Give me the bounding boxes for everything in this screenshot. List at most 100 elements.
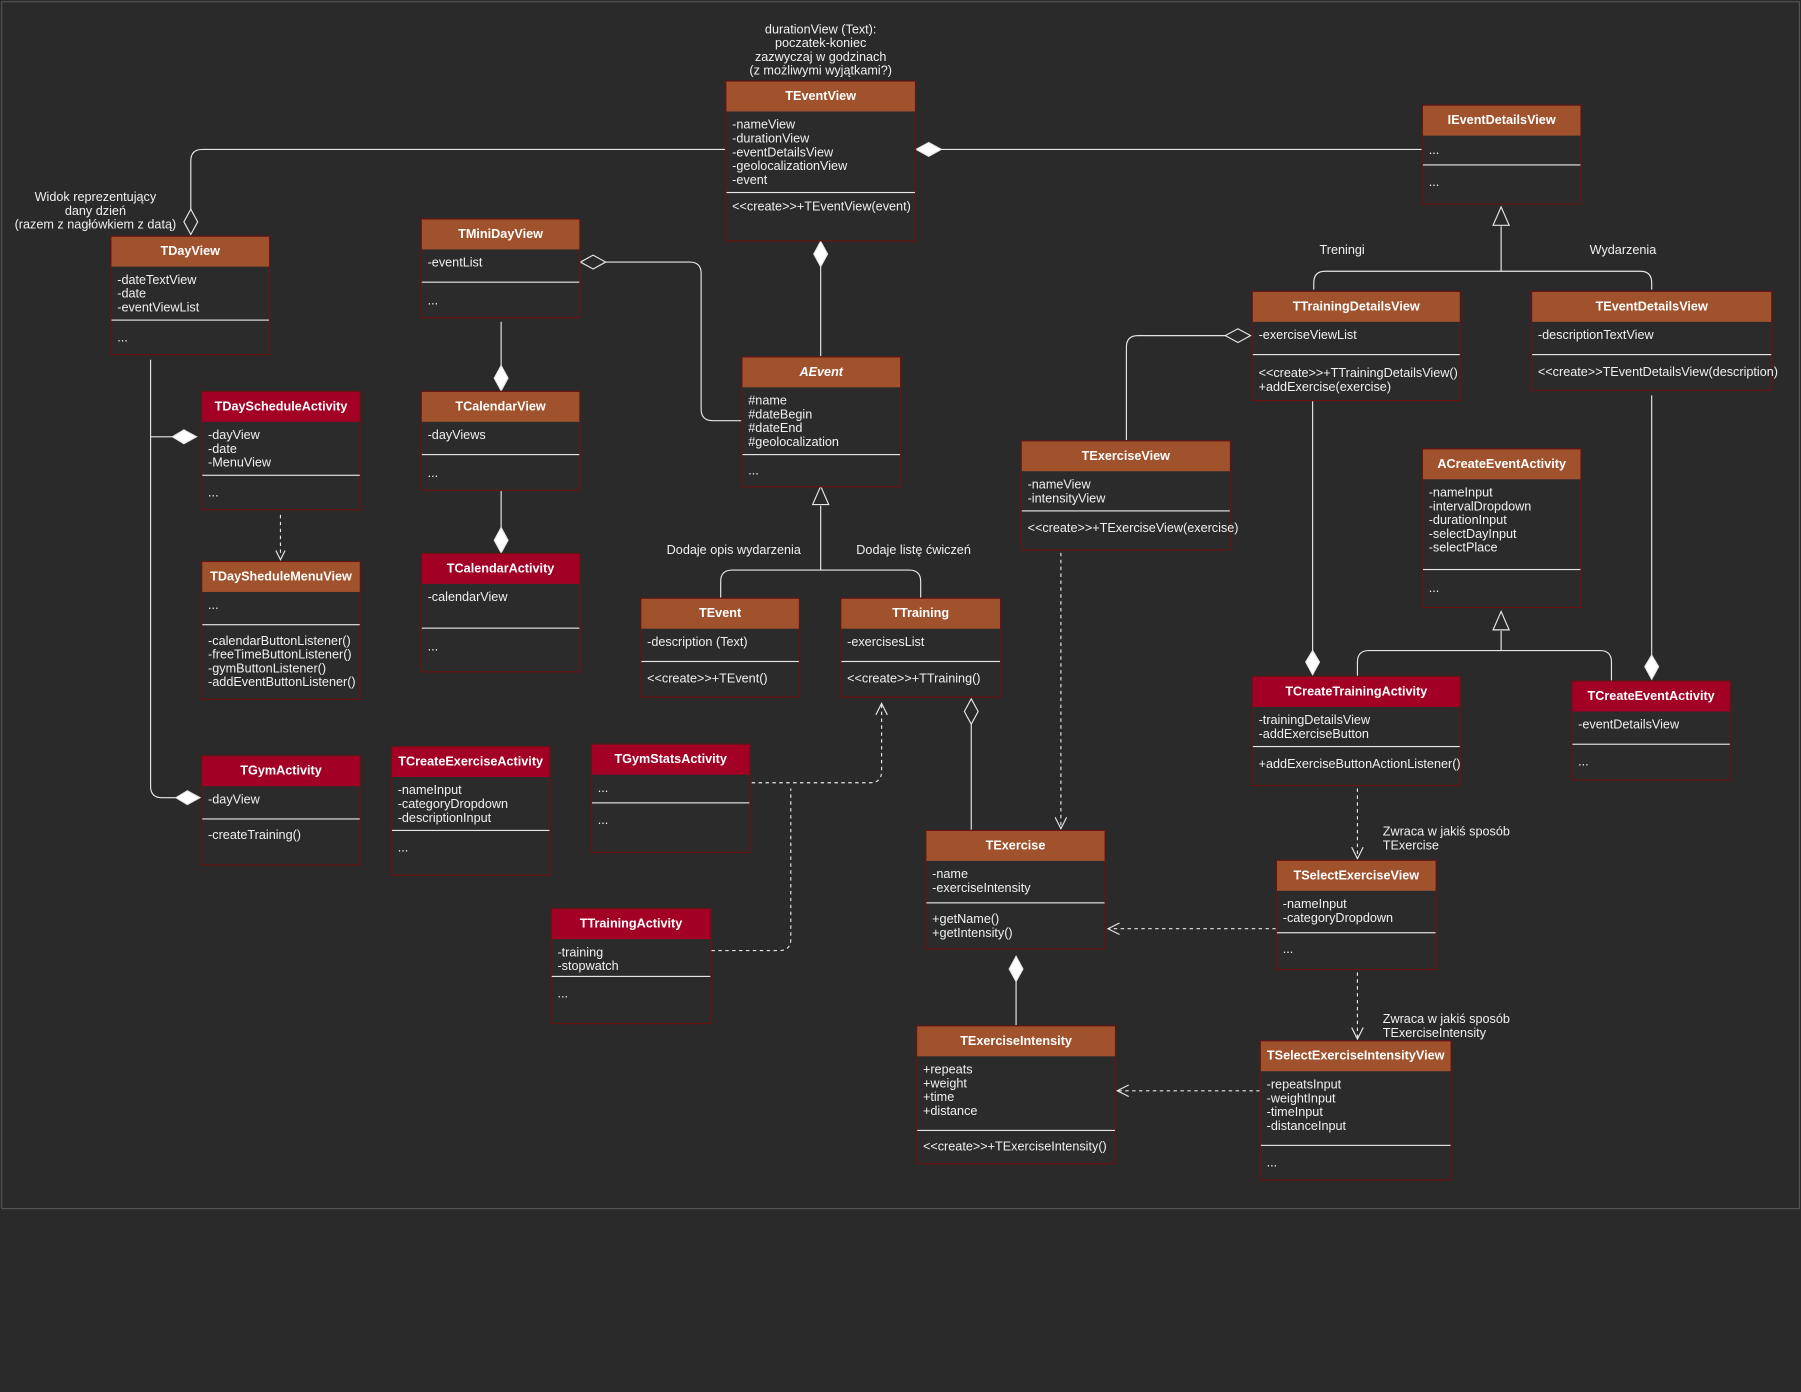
class-methods: ... (1578, 755, 1589, 769)
class-methods: ... (1428, 581, 1440, 596)
class-texercise[interactable]: TExercise -name -exerciseIntensity +getN… (925, 829, 1106, 950)
arrow-head (875, 702, 888, 716)
class-separator (841, 660, 1000, 663)
class-separator (1021, 510, 1230, 512)
arrow-head (1351, 1027, 1364, 1041)
class-tcreatetrainingactivity[interactable]: TCreateTrainingActivity -trainingDetails… (1251, 675, 1461, 787)
class-tgymstatsactivity[interactable]: TGymStatsActivity ... ... (590, 743, 751, 853)
class-teventdetailsview[interactable]: TEventDetailsView -descriptionTextView <… (1531, 290, 1779, 391)
class-attributes: -dayViews (427, 428, 486, 443)
class-attributes: -dateTextView -date -eventViewList (117, 273, 200, 315)
class-separator (1572, 743, 1730, 745)
note-events: Wydarzenia (1589, 243, 1657, 258)
class-name: TTrainingDetailsView (1252, 291, 1460, 322)
class-attributes: ... (1428, 143, 1440, 158)
class-tdayscheduleactivity[interactable]: TDayScheduleActivity -dayView -date -Men… (201, 390, 361, 511)
class-attributes: -nameInput -categoryDropdown (1282, 897, 1394, 926)
composition-diamond (174, 790, 202, 806)
class-attributes: -nameInput -categoryDropdown -descriptio… (397, 783, 509, 826)
class-methods: -createTraining() (208, 828, 302, 843)
class-name: TSelectExerciseIntensityView (1260, 1041, 1451, 1072)
class-name: TSelectExerciseView (1276, 860, 1436, 891)
class-attributes: +repeats +weight +time +distance (922, 1063, 978, 1119)
class-methods: <<create>>+TExerciseIntensity() (922, 1140, 1107, 1154)
class-tcalendarview[interactable]: TCalendarView -dayViews ... (420, 390, 581, 491)
note-adds-exercises: Dodaje listę ćwiczeń (856, 543, 971, 558)
class-tcreateexerciseactivity[interactable]: TCreateExerciseActivity -nameInput -cate… (390, 745, 551, 876)
class-attributes: -name -exerciseIntensity (932, 867, 1031, 896)
class-name: TDaySheduleMenuView (202, 562, 360, 592)
class-ieventdetailsview[interactable]: IEventDetailsView ... ... (1421, 104, 1582, 205)
class-methods: <<create>>+TTraining() (847, 672, 981, 687)
class-tdayshedulemenuview[interactable]: TDaySheduleMenuView ... -calendarButtonL… (201, 560, 361, 700)
class-attributes: -exerciseViewList (1258, 328, 1357, 343)
edge-minidayview-aevent (605, 261, 742, 422)
class-separator (421, 627, 580, 629)
class-methods: <<create>>TEventDetailsView(description) (1537, 365, 1779, 380)
class-separator (1422, 164, 1581, 166)
class-methods: ... (427, 640, 439, 655)
class-teventview[interactable]: TEventView -nameView -durationView -even… (725, 80, 917, 242)
class-methods: -calendarButtonListener() -freeTimeButto… (208, 634, 356, 690)
note-day-view: Widok reprezentujący dany dzień (razem z… (14, 190, 177, 233)
class-name: TGymStatsActivity (591, 744, 750, 775)
arrow-head (275, 550, 286, 562)
class-tminidayview[interactable]: TMiniDayView -eventList ... (420, 218, 581, 319)
generalization-triangle (1492, 205, 1511, 226)
class-name: TEventDetailsView (1532, 291, 1772, 322)
class-name: TExercise (926, 831, 1105, 861)
class-name: TCalendarView (421, 391, 580, 422)
edge-createevent-generalization (1356, 631, 1613, 681)
class-aevent[interactable]: AEvent #name #dateBegin #dateEnd #geoloc… (741, 356, 902, 488)
class-texerciseview[interactable]: TExerciseView -nameView -intensityView <… (1020, 440, 1239, 551)
class-methods: <<create>>+TExerciseView(exercise) (1027, 521, 1239, 536)
class-name: TTrainingActivity (551, 909, 711, 940)
diagram-frame (1, 1, 1800, 1210)
class-methods: ... (748, 464, 759, 479)
class-texerciseintensity[interactable]: TExerciseIntensity +repeats +weight +tim… (916, 1025, 1117, 1165)
class-attributes: -nameInput -intervalDropdown -durationIn… (1428, 486, 1532, 556)
class-tdayview[interactable]: TDayView -dateTextView -date -eventViewL… (110, 235, 271, 356)
class-name: TExerciseIntensity (917, 1026, 1115, 1057)
class-name: IEventDetailsView (1422, 105, 1581, 136)
class-tselectexerciseview[interactable]: TSelectExerciseView -nameInput -category… (1275, 859, 1437, 971)
class-separator (917, 1129, 1115, 1132)
class-separator (591, 802, 750, 804)
class-methods: <<create>>+TTrainingDetailsView() +addEx… (1258, 366, 1458, 395)
class-separator (202, 818, 360, 820)
class-ttraining[interactable]: TTraining -exercisesList <<create>>+TTra… (840, 597, 1002, 698)
aggregation-diamond (183, 207, 199, 236)
class-tevent[interactable]: TEvent -description (Text) <<create>>+TE… (640, 597, 800, 698)
aggregation-diamond (963, 697, 979, 726)
class-methods: ... (208, 486, 219, 500)
class-tcalendaractivity[interactable]: TCalendarActivity -calendarView ... (420, 552, 581, 673)
composition-diamond (493, 364, 509, 392)
class-name: TCalendarActivity (421, 554, 580, 584)
class-name: ACreateEventActivity (1422, 449, 1581, 480)
class-ttrainingdetailsview[interactable]: TTrainingDetailsView -exerciseViewList <… (1251, 290, 1461, 402)
arrow-head (1351, 846, 1364, 860)
composition-diamond (813, 240, 829, 268)
class-separator (391, 829, 550, 832)
class-tgymactivity[interactable]: TGymActivity -dayView -createTraining() (201, 755, 361, 866)
class-separator (726, 191, 915, 194)
class-separator (1252, 745, 1460, 748)
generalization-triangle (811, 484, 830, 506)
note-returns-exercise: Zwraca w jakiś sposób TExercise (1382, 825, 1510, 853)
arrow-head (1054, 816, 1068, 831)
class-methods: +getName() +getIntensity() (932, 912, 1013, 941)
class-tselectexerciseintensityview[interactable]: TSelectExerciseIntensityView -repeatsInp… (1259, 1040, 1452, 1181)
class-name: TEventView (726, 81, 915, 112)
class-ttrainingactivity[interactable]: TTrainingActivity -training -stopwatch .… (550, 908, 712, 1025)
class-methods: ... (1428, 175, 1440, 190)
class-tcreateeventactivity[interactable]: TCreateEventActivity -eventDetailsView .… (1571, 680, 1731, 781)
composition-diamond (1008, 955, 1024, 983)
class-acreateeventactivity[interactable]: ACreateEventActivity -nameInput -interva… (1421, 448, 1582, 609)
class-methods: ... (397, 841, 409, 856)
class-methods: <<create>>+TEventView(event) (732, 199, 911, 214)
aggregation-diamond (579, 254, 607, 270)
class-name: TTraining (841, 598, 1000, 629)
class-attributes: -nameView -durationView -eventDetailsVie… (732, 118, 848, 188)
class-methods: +addExerciseButtonActionListener() (1258, 757, 1461, 772)
class-separator (202, 624, 360, 626)
